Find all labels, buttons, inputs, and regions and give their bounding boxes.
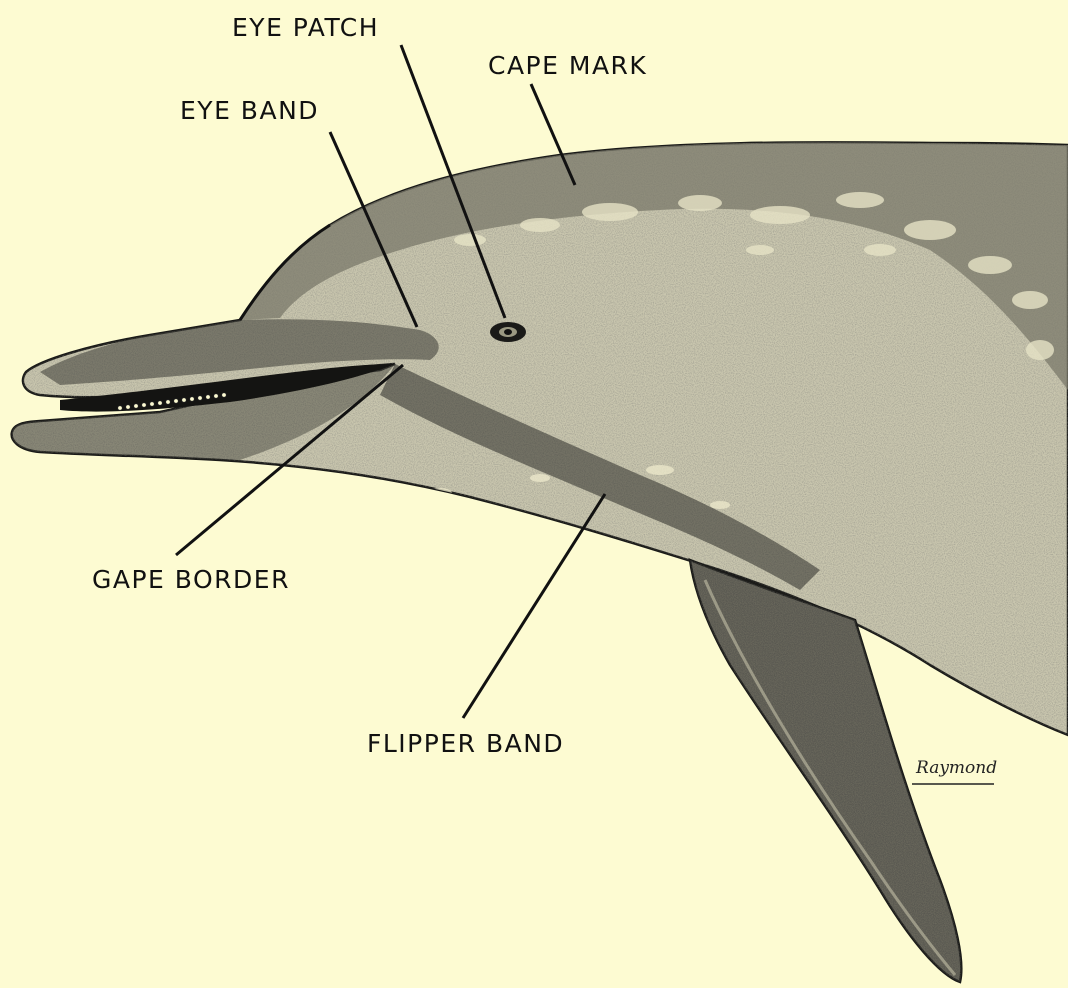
artist-signature: Raymond <box>916 758 997 778</box>
label-cape-mark: CAPE MARK <box>488 53 647 78</box>
label-eye-band: EYE BAND <box>180 98 319 123</box>
label-gape-border: GAPE BORDER <box>92 567 290 592</box>
leader-line-flipper-band <box>463 494 605 718</box>
label-eye-patch: EYE PATCH <box>232 15 379 40</box>
label-flipper-band: FLIPPER BAND <box>367 731 564 756</box>
